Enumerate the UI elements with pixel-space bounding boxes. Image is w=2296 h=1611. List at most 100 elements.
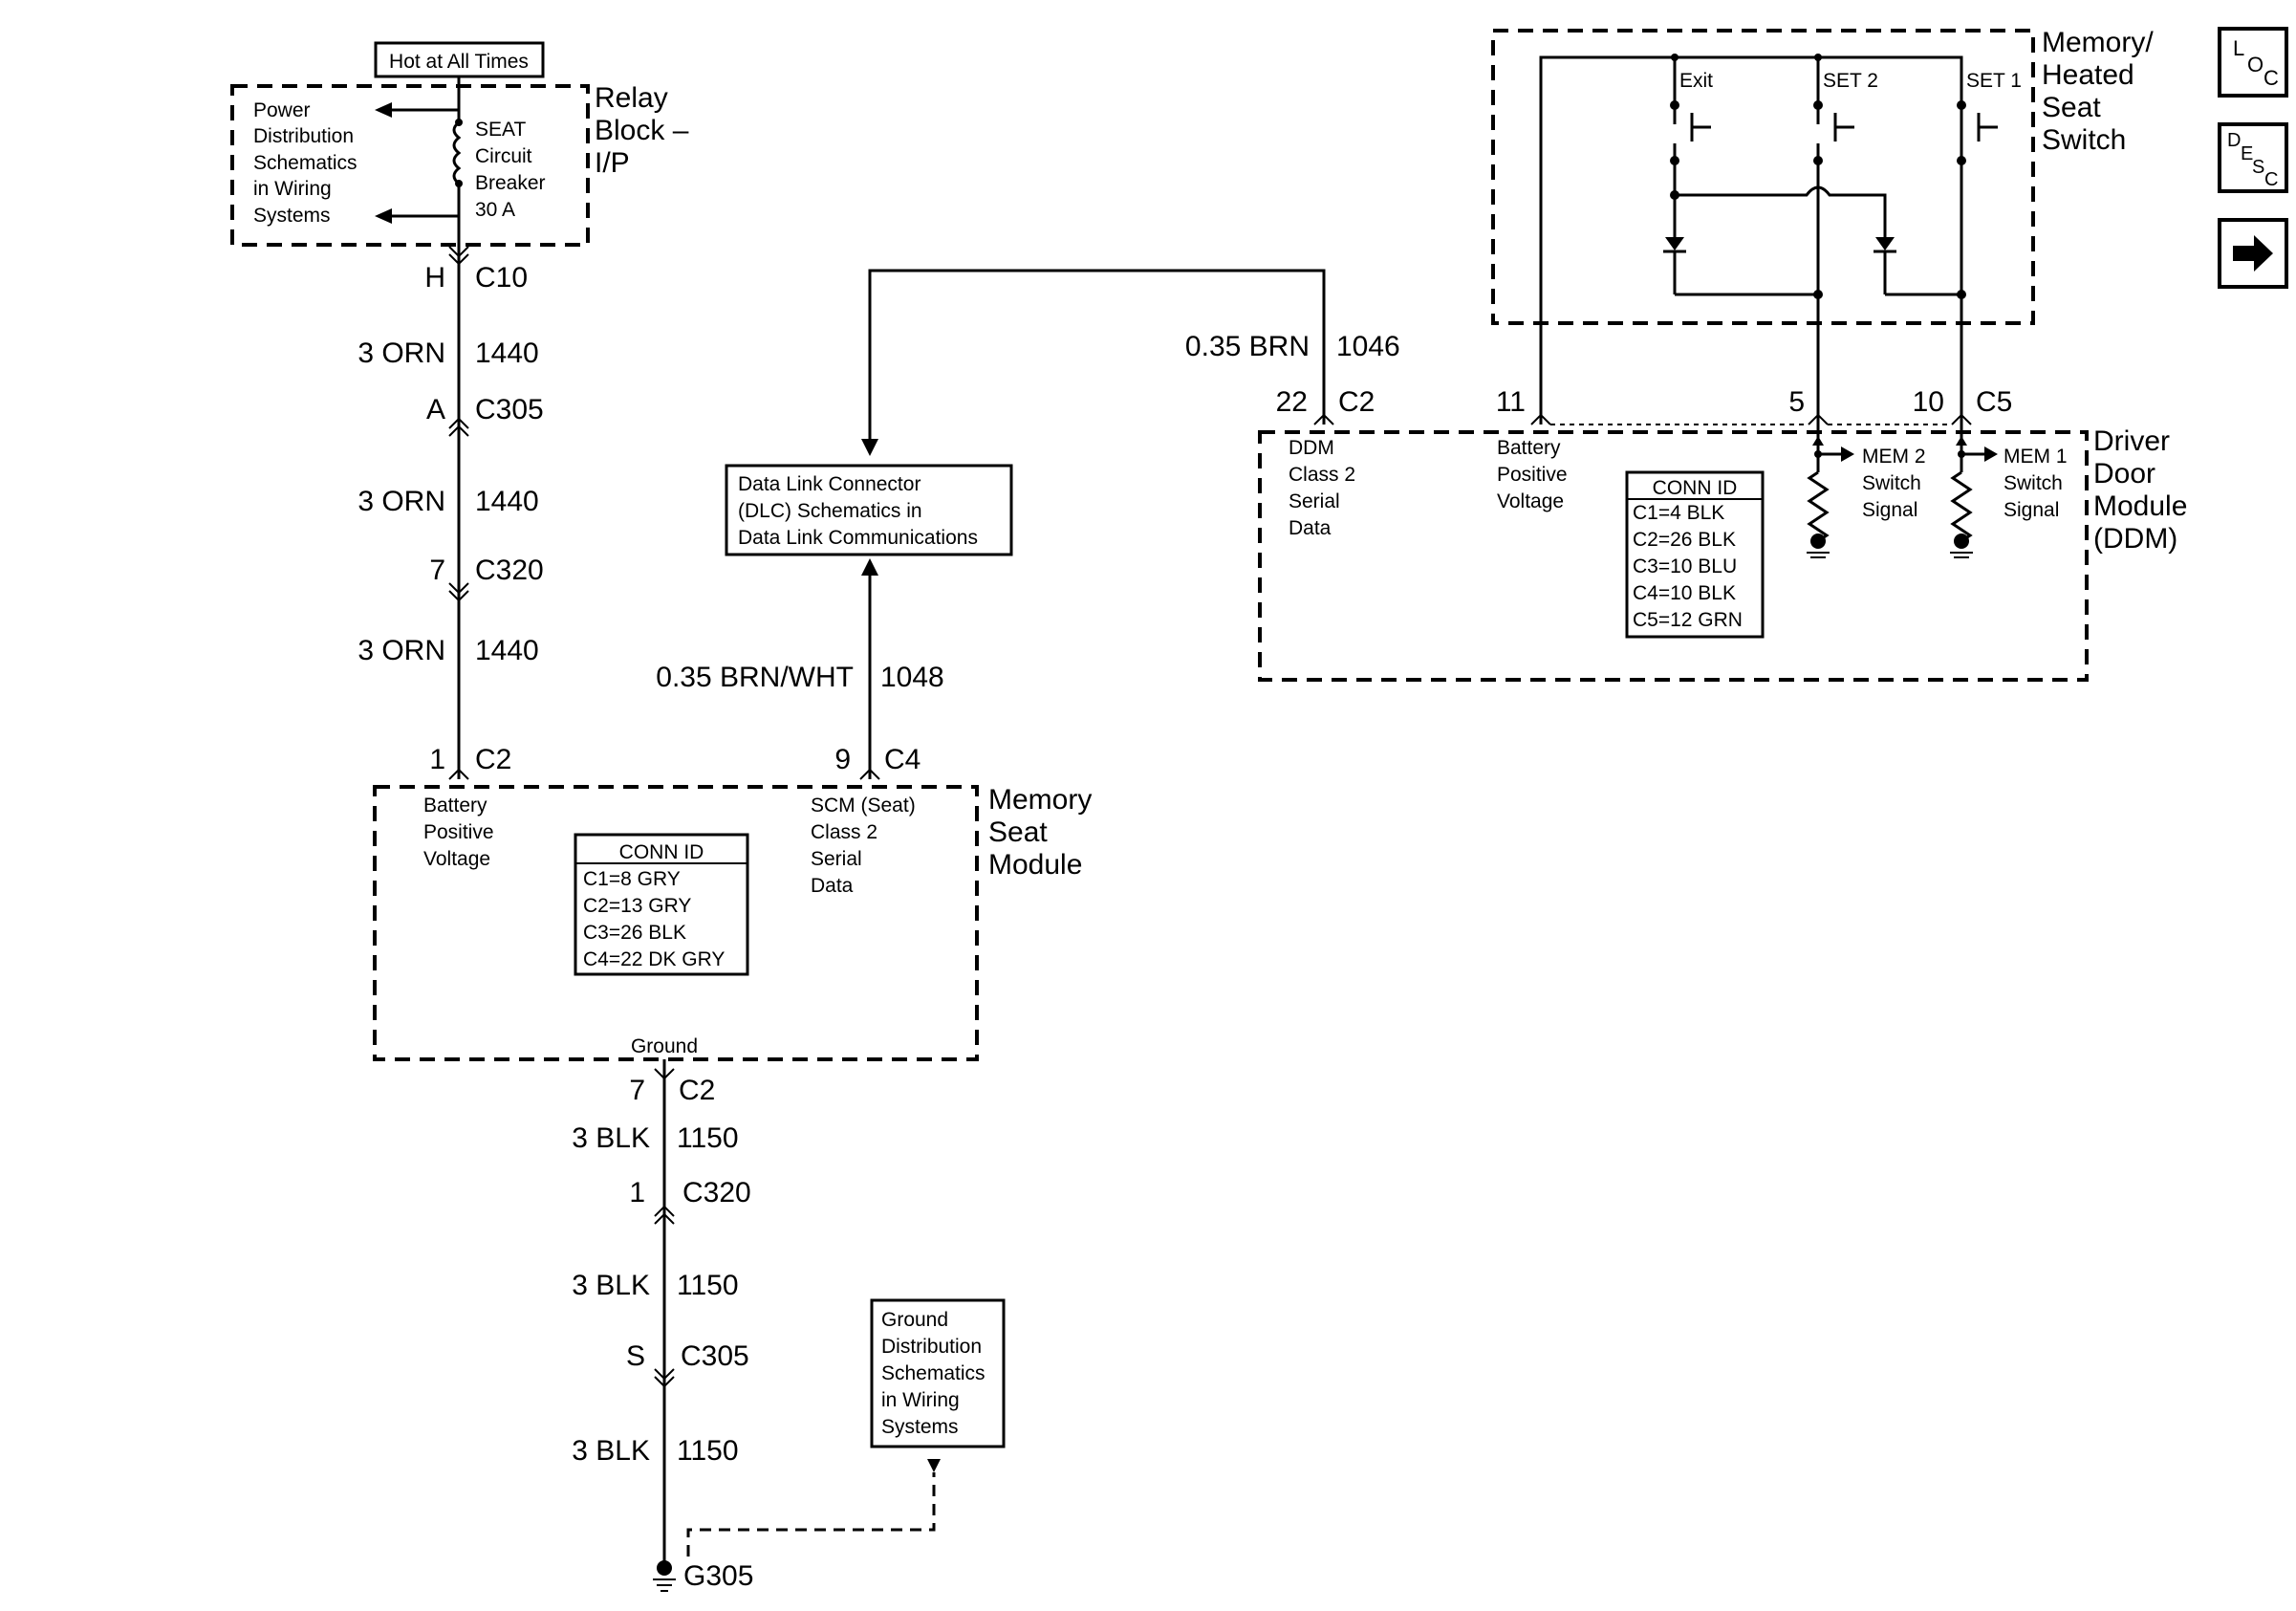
msm-conn-id-row: C4=22 DK GRY <box>583 948 725 970</box>
msm-batt-label-2: Positive <box>423 821 494 843</box>
breaker-label-1: SEAT <box>475 119 526 141</box>
ground-seg3-wire-color: 3 BLK <box>572 1435 650 1467</box>
switch-title-4: Switch <box>2042 124 2126 156</box>
dlc-wire-color: 0.35 BRN/WHT <box>656 662 854 693</box>
relay-block: Hot at All Times Relay Block – I/P Power… <box>230 41 689 247</box>
dlc-text-1: Data Link Connector <box>738 473 921 495</box>
loc-icon[interactable]: L O C <box>2218 27 2288 98</box>
msm-conn-id-row: C2=13 GRY <box>583 895 691 917</box>
ground-seg2-wire-color: 3 BLK <box>572 1270 650 1301</box>
ground-wire: 7 C2 3 BLK 1150 1 C320 3 BLK 1150 S C305… <box>572 1059 941 1592</box>
mem1-label-1: MEM 1 <box>2004 446 2068 468</box>
svg-text:D: D <box>2227 130 2241 151</box>
breaker-label-2: Circuit <box>475 145 532 167</box>
ddm-conn-id-row: C5=12 GRN <box>1633 609 1743 631</box>
c320-connector: C320 <box>475 555 544 586</box>
ground-seg2-circuit-number: 1150 <box>677 1270 739 1301</box>
power-feed-wire: H C10 3 ORN 1440 A C305 3 ORN 1440 7 C32… <box>357 245 544 780</box>
ddm-pin-11: 11 <box>1496 386 1526 418</box>
msm-batt-label-3: Voltage <box>423 848 490 870</box>
pds-note-line-3: Schematics <box>253 152 357 174</box>
msm-title-2: Seat <box>988 816 1048 848</box>
svg-text:C: C <box>2264 66 2279 90</box>
msm-title-1: Memory <box>988 784 1092 816</box>
pds-note-line-1: Power <box>253 99 311 121</box>
msm-conn-id-table <box>574 833 749 976</box>
switch-set1-label: SET 1 <box>1966 70 2022 92</box>
gds-note-line-2: Distribution <box>881 1336 982 1358</box>
ground-c305-pin: S <box>626 1340 645 1372</box>
msm-batt-label-1: Battery <box>423 795 487 816</box>
memory-heated-seat-switch: Memory/ Heated Seat Switch Exit SET 2 SE… <box>1491 27 2154 425</box>
dlc-circuit-number: 1048 <box>880 662 944 693</box>
arrow-right-icon[interactable] <box>2218 218 2288 289</box>
relay-block-title-2: Block – <box>595 115 689 146</box>
ground-seg1-wire-color: 3 BLK <box>572 1122 650 1154</box>
ground-distribution-note: Ground Distribution Schematics in Wiring… <box>870 1298 1006 1448</box>
seg3-wire-color: 3 ORN <box>357 635 445 666</box>
pds-note-line-5: Systems <box>253 205 331 227</box>
c10-connector: C10 <box>475 262 528 294</box>
ground-c2-pin: 7 <box>629 1075 645 1106</box>
scm-label-4: Data <box>811 875 854 897</box>
gds-note-line-3: Schematics <box>881 1362 986 1384</box>
ground-c305-connector: C305 <box>681 1340 749 1372</box>
ddm-batt-label-3: Voltage <box>1497 490 1564 512</box>
mem1-ground-icon <box>1954 533 1969 549</box>
gds-note-line-5: Systems <box>881 1416 959 1438</box>
ddm-serial-label-2: Class 2 <box>1289 464 1355 486</box>
memory-seat-module: Memory Seat Module Battery Positive Volt… <box>373 784 1092 1061</box>
seg1-wire-color: 3 ORN <box>357 337 445 369</box>
scm-label-3: Serial <box>811 848 862 870</box>
c305-pin: A <box>426 394 445 425</box>
msm-c2-pin: 1 <box>429 744 445 775</box>
svg-text:O: O <box>2247 53 2264 76</box>
ddm-title-3: Module <box>2093 490 2187 522</box>
c320-pin: 7 <box>429 555 445 586</box>
seg1-circuit-number: 1440 <box>475 337 539 369</box>
ddm-title-1: Driver <box>2093 425 2170 457</box>
ddm-serial-label-1: DDM <box>1289 437 1334 459</box>
desc-icon[interactable]: D E S C <box>2218 122 2288 193</box>
ground-c320-pin: 1 <box>629 1177 645 1208</box>
switch-title-3: Seat <box>2042 92 2101 123</box>
ddm-conn-id-row: C4=10 BLK <box>1633 582 1736 604</box>
breaker-label-3: Breaker <box>475 172 546 194</box>
pds-note-line-4: in Wiring <box>253 178 332 200</box>
svg-text:L: L <box>2233 36 2244 60</box>
msm-c4-connector: C4 <box>884 744 921 775</box>
ground-c320-connector: C320 <box>682 1177 751 1208</box>
svg-text:C: C <box>2264 169 2278 190</box>
ddm-serial-label-4: Data <box>1289 517 1332 539</box>
switch-set2-label: SET 2 <box>1823 70 1878 92</box>
mem1-label-2: Switch <box>2004 472 2063 494</box>
c10-pin: H <box>424 262 445 294</box>
ground-seg1-circuit-number: 1150 <box>677 1122 739 1154</box>
ddm-conn-id-row: C3=10 BLU <box>1633 555 1737 577</box>
ddm-title-4: (DDM) <box>2093 523 2177 555</box>
ddm-title-2: Door <box>2093 458 2155 490</box>
dlc-text-2: (DLC) Schematics in <box>738 500 922 522</box>
ground-symbol-icon <box>653 1560 676 1592</box>
c305-connector: C305 <box>475 394 544 425</box>
msm-title-3: Module <box>988 849 1082 881</box>
ddm-pin-10: 10 <box>1913 386 1944 418</box>
ddm-conn-c5: C5 <box>1976 386 2012 418</box>
ground-c2-connector: C2 <box>679 1075 715 1106</box>
driver-door-module: Driver Door Module (DDM) 22 C2 11 5 10 C… <box>1258 386 2187 682</box>
msm-conn-id-row: C1=8 GRY <box>583 868 681 890</box>
svg-text:E: E <box>2241 143 2253 164</box>
mem2-label-3: Signal <box>1862 499 1917 521</box>
msm-conn-id-title: CONN ID <box>619 841 704 863</box>
mem1-label-3: Signal <box>2004 499 2059 521</box>
msm-ground-label: Ground <box>631 1035 698 1057</box>
msm-conn-id-row: C3=26 BLK <box>583 922 686 944</box>
msm-c2-connector: C2 <box>475 744 511 775</box>
hot-at-all-times-label: Hot at All Times <box>389 51 529 73</box>
ground-seg3-circuit-number: 1150 <box>677 1435 739 1467</box>
switch-exit-label: Exit <box>1679 70 1713 92</box>
ddm-pin-22: 22 <box>1276 386 1308 418</box>
ground-id: G305 <box>683 1560 753 1592</box>
relay-block-title-1: Relay <box>595 82 668 114</box>
ddm-pin-5: 5 <box>1788 386 1805 418</box>
